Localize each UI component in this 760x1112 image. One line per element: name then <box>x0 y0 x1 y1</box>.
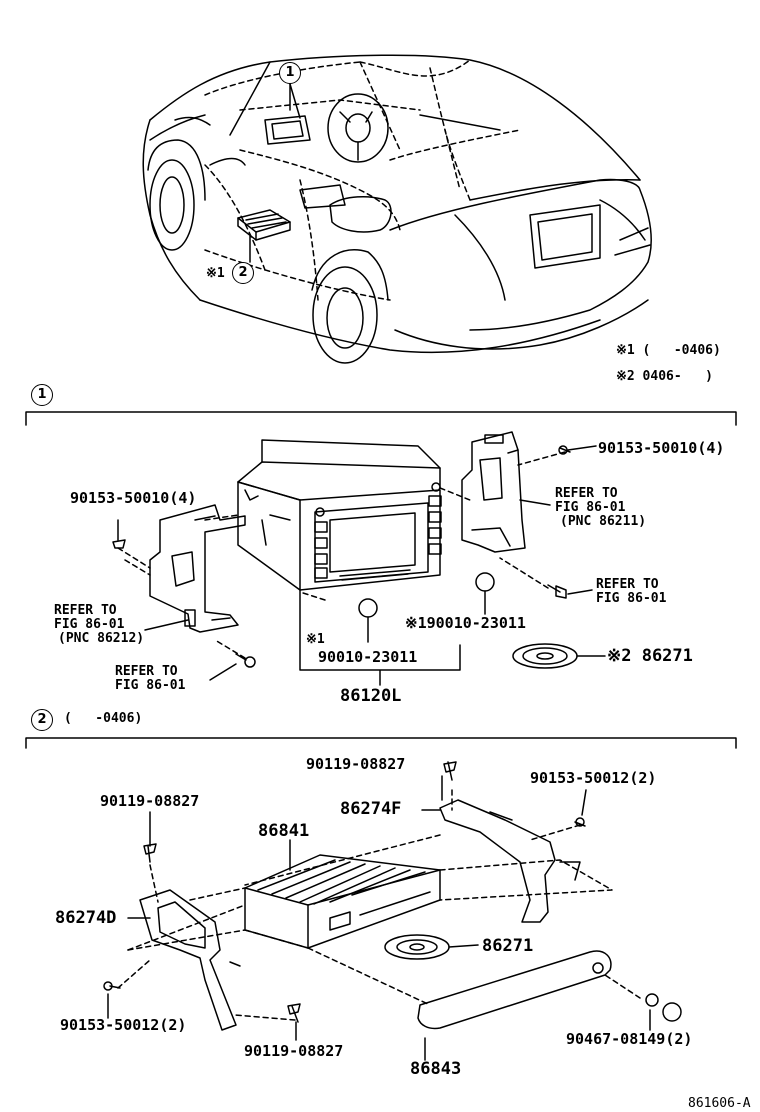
left-screw-leader <box>209 663 237 681</box>
part-bracket-86274F: 86274F <box>340 799 402 819</box>
part-bracket-86274D: 86274D <box>55 908 117 928</box>
legend-note-1: ※1 ( -0406) <box>616 343 721 358</box>
section-1-head-unit <box>237 439 442 591</box>
part-bulb-90010-23011-left: 90010-23011 <box>318 648 418 666</box>
callout-1-marker: 1 <box>279 62 301 84</box>
right-bracket-leader <box>519 499 551 506</box>
part-unit-86120L: 86120L <box>340 686 402 706</box>
callout-2-marker: 2 <box>232 262 254 284</box>
part-screw-90153-50010-left: 90153-50010(4) <box>70 489 197 507</box>
part-bolt-90119-08827-left: 90119-08827 <box>100 792 200 810</box>
refer-right-bracket-2: FIG 86-01 <box>555 500 626 515</box>
section-1-right-bracket <box>461 431 526 553</box>
section-2-leaders <box>107 775 651 1061</box>
figure-code: 861606-A <box>688 1096 751 1111</box>
refer-left-bracket-2: FIG 86-01 <box>54 617 125 632</box>
refer-left-screw-2: FIG 86-01 <box>115 678 186 693</box>
refer-left-screw-1: REFER TO <box>115 664 178 679</box>
part-screw-90153-50012-left: 90153-50012(2) <box>60 1016 187 1034</box>
part-bolt-90119-08827-bottom: 90119-08827 <box>244 1042 344 1060</box>
part-screw-90153-50010-right: 90153-50010(4) <box>598 439 725 457</box>
section-2-disc <box>384 934 479 960</box>
section-2-frame <box>25 737 737 749</box>
part-cover-86843: 86843 <box>410 1059 462 1079</box>
section-2-changer <box>244 854 441 949</box>
right-screw-leader <box>567 589 593 595</box>
section-1-frame <box>25 411 737 426</box>
left-bracket-leader <box>144 619 189 631</box>
bulb-left-note: ※1 <box>306 632 325 647</box>
section-1-left-bracket <box>149 504 246 633</box>
section-1-bulbs <box>358 572 495 643</box>
section-2-date-range: ( -0406) <box>64 711 143 726</box>
section-2-marker: 2 <box>31 709 53 731</box>
section-2-right-bracket <box>439 799 581 923</box>
part-disc-86271-s2: 86271 <box>482 936 534 956</box>
section-2-guides <box>117 789 641 1021</box>
section-1-screws <box>112 445 571 668</box>
refer-left-bracket-1: REFER TO <box>54 603 117 618</box>
refer-right-screw-1: REFER TO <box>596 577 659 592</box>
refer-right-bracket-1: REFER TO <box>555 486 618 501</box>
refer-right-screw-2: FIG 86-01 <box>596 591 667 606</box>
section-1-guides <box>117 451 566 659</box>
section-2-left-bracket <box>139 889 241 1031</box>
part-screw-90153-50012-right: 90153-50012(2) <box>530 769 657 787</box>
part-bulb-90010-23011-right: ※190010-23011 <box>405 614 526 632</box>
unit-leader <box>299 589 461 686</box>
section-2-cover <box>417 950 612 1030</box>
refer-right-bracket-3: (PNC 86211) <box>560 514 647 529</box>
part-bolt-90119-08827-top: 90119-08827 <box>306 755 406 773</box>
legend-note-2: ※2 0406- ) <box>616 369 713 384</box>
section-1-marker: 1 <box>31 384 53 406</box>
section-2-fasteners <box>103 761 682 1023</box>
part-disc-86271-s1: ※2 86271 <box>607 646 693 666</box>
car-illustration <box>142 54 653 364</box>
callout-2-note: ※1 <box>206 266 225 281</box>
right-screw-top-leader <box>567 445 597 451</box>
part-clip-90467-08149: 90467-08149(2) <box>566 1030 693 1048</box>
refer-left-bracket-3: (PNC 86212) <box>58 631 145 646</box>
part-changer-86841: 86841 <box>258 821 310 841</box>
section-1-disc <box>512 643 606 669</box>
